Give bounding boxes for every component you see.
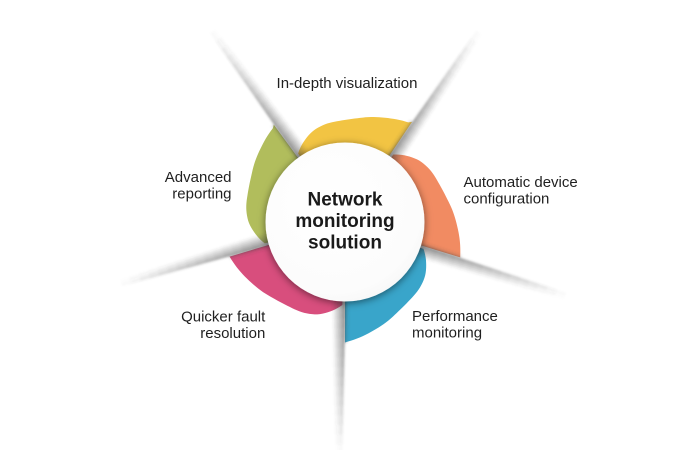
svg-text:Performance: Performance (412, 308, 498, 325)
svg-text:monitoring: monitoring (295, 211, 394, 232)
svg-text:Automatic device: Automatic device (464, 174, 578, 191)
svg-text:In-depth visualization: In-depth visualization (277, 75, 418, 92)
svg-text:Advanced: Advanced (165, 169, 232, 186)
svg-text:resolution: resolution (200, 325, 265, 342)
svg-text:configuration: configuration (464, 191, 550, 208)
svg-text:Quicker fault: Quicker fault (181, 308, 266, 325)
svg-text:Network: Network (308, 190, 383, 211)
svg-text:reporting: reporting (172, 186, 231, 203)
svg-text:solution: solution (308, 233, 382, 254)
svg-text:monitoring: monitoring (412, 325, 482, 342)
